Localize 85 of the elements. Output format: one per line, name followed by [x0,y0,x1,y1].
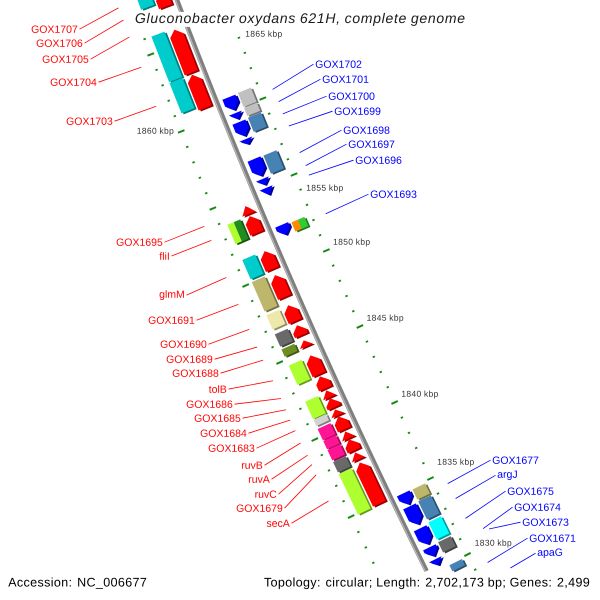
leader-line [271,454,308,480]
gene-label: secA [266,520,290,527]
leader-line [114,106,157,122]
gene-label: apaG [538,548,562,558]
leader-line [305,144,347,166]
gene-label: GOX1683 [208,444,254,452]
leader-line [465,490,506,519]
leader-line [447,460,491,484]
gene-label: GOX1689 [166,355,212,363]
gene-label: GOX1699 [334,107,380,115]
map-title: Gluconobacter oxydans 621H, complete genome [134,12,466,27]
gene-label: fliI [159,252,169,260]
gene-label: GOX1673 [522,518,568,526]
tick-label: 1850 kbp [334,238,370,246]
gene-label: GOX1690 [160,340,206,348]
tick-label: 1840 kbp [402,390,438,398]
tick-label: 1865 kbp [246,30,282,38]
gene-label: GOX1698 [344,126,390,134]
leader-line [482,506,513,530]
leader-line [256,430,296,449]
leader-line [234,398,282,405]
gene-label: tolB [208,385,226,393]
gene-label: GOX1700 [328,92,374,100]
leader-line [325,194,369,214]
leader-line [196,304,239,321]
tick-label: 1830 kbp [475,540,512,548]
leader-line [186,277,227,296]
gene-label: GOX1685 [194,414,240,422]
leader-line [98,66,142,83]
leader-line [242,409,286,419]
leader-line [220,360,264,374]
leader-line [455,474,496,499]
gene-label: GOX1697 [348,140,394,148]
leader-line [284,474,317,509]
summary-text: Topology: circular; Length: 2,702,173 bp; Genes: 2,499 [264,577,590,590]
gene-label: GOX1704 [50,78,96,86]
tick-label: 1845 kbp [367,314,404,322]
gene-label: GOX1703 [66,117,112,125]
leader-line [282,96,327,114]
leader-line [90,36,130,60]
leader-line [248,420,291,434]
leader-line [228,380,274,390]
gene-label: GOX1686 [186,400,232,408]
gene-label: GOX1684 [200,429,246,437]
gene-label: GOX1705 [42,55,88,63]
gene-label: ruvA [248,476,270,483]
accession-text: Accession: NC_006677 [8,577,146,589]
gene-label: GOX1701 [322,75,368,83]
leader-line [278,464,312,495]
leader-line [488,522,521,530]
gene-label: GOX1693 [370,190,416,198]
leader-line [299,130,342,154]
leader-line [487,538,528,563]
leader-line [171,240,212,256]
gene-label: GOX1691 [148,316,194,324]
tick-label: 1855 kbp [306,184,343,192]
leader-line [291,500,329,524]
gene-label: GOX1671 [530,534,576,542]
gene-label: GOX1675 [508,487,554,495]
leader-line [214,346,258,360]
leader-line [308,160,354,176]
leader-line [84,20,124,44]
gene-label: GOX1679 [236,504,282,512]
leader-line [264,442,301,466]
leader-line [272,64,314,90]
leader-line [79,7,119,30]
gene-label: argJ [498,470,517,480]
gene-label: ruvC [255,490,276,498]
gene-label: GOX1707 [32,25,78,33]
gene-label: glmM [160,290,184,300]
leader-line [288,110,333,126]
leader-line [510,552,536,568]
gene-label: GOX1706 [36,39,82,47]
tick-label: 1860 kbp [137,128,174,136]
gene-label: GOX1677 [492,456,538,464]
leader-line [208,328,250,345]
gene-label: GOX1696 [356,156,402,164]
tick-label: 1835 kbp [438,458,474,466]
gene-label: ruvB [242,462,262,469]
gene-label: GOX1688 [172,369,218,377]
gene-label: GOX1702 [316,60,362,68]
leader-line [278,78,321,102]
gene-label: GOX1695 [116,238,162,246]
leader-line [164,226,205,243]
gene-label: GOX1674 [514,503,561,511]
